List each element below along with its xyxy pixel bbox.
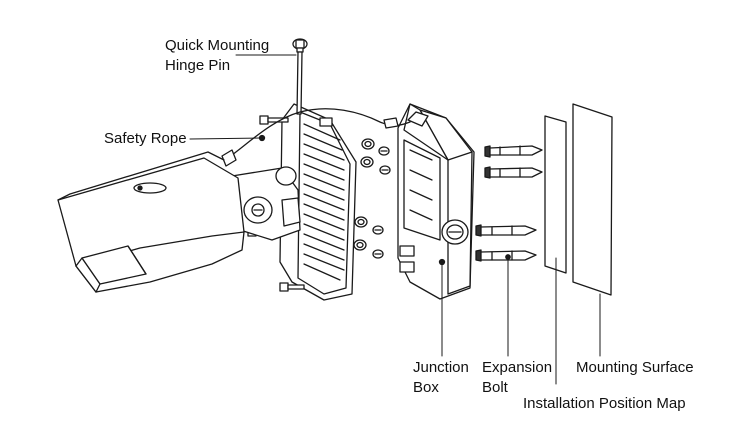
leader-lines (189, 54, 601, 385)
hinge-pin (292, 38, 308, 115)
expansion-bolt (475, 249, 537, 262)
mounting-screws (353, 138, 391, 259)
junction-box-label: Junction Box (413, 359, 469, 396)
camera-mount-arm (231, 166, 301, 241)
expansion-bolts (475, 145, 543, 262)
hinge-pin-label: Quick Mounting Hinge Pin (165, 37, 270, 74)
installation-position-map (544, 115, 567, 274)
camera-body (57, 151, 245, 293)
safety-rope (221, 108, 411, 167)
installation-position-map-label: Installation Position Map (523, 395, 686, 412)
junction-box (397, 103, 475, 300)
mounting-surface (572, 103, 613, 296)
safety-rope-label: Safety Rope (104, 130, 187, 147)
expansion-bolt-label: Expansion Bolt (482, 359, 553, 396)
expansion-bolt (475, 224, 537, 237)
mounting-surface-label: Mounting Surface (576, 359, 694, 376)
expansion-bolt (484, 145, 543, 158)
expansion-bolt (484, 166, 543, 179)
mounting-bracket (279, 103, 357, 301)
